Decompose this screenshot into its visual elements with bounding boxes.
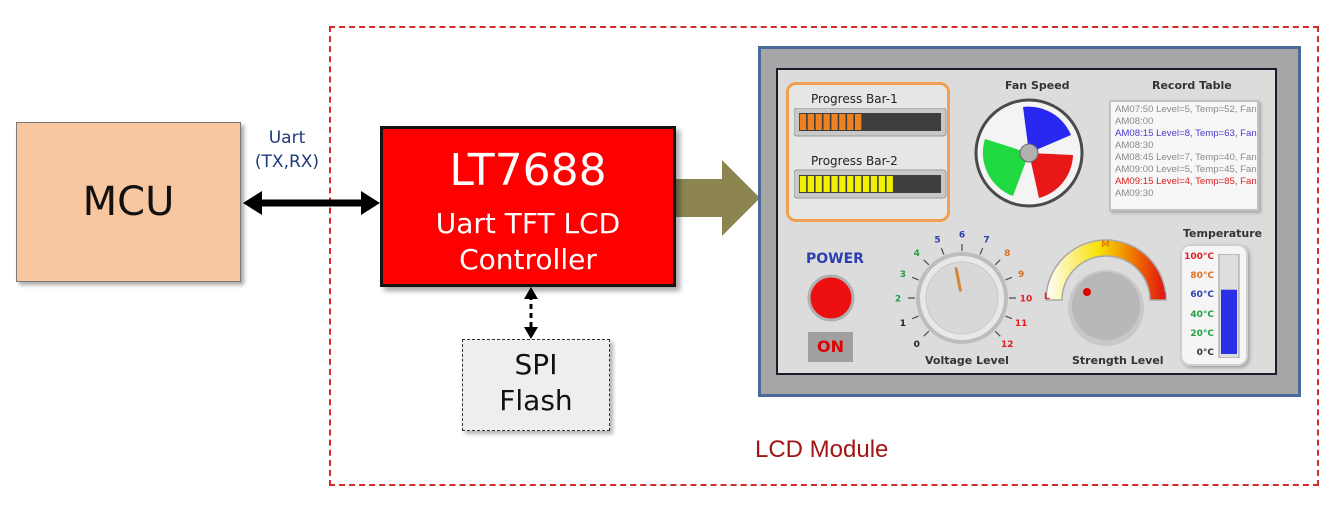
voltage-tick-label: 9 xyxy=(1018,270,1024,280)
uart-label: Uart (TX,RX) xyxy=(251,126,323,174)
record-table-title: Record Table xyxy=(1152,79,1232,92)
progress-bar-2-label: Progress Bar-2 xyxy=(811,154,898,168)
fan-blade-green xyxy=(982,139,1029,196)
pb2-segment xyxy=(862,176,870,192)
record-row: AM08:45 Level=7, Temp=40, Fan= xyxy=(1115,152,1259,163)
pb2-segment xyxy=(799,176,807,192)
controller-subtitle-2: Controller xyxy=(459,243,597,276)
voltage-tick-label: 12 xyxy=(1001,340,1014,350)
flash-arrow xyxy=(524,287,538,339)
record-row: AM08:15 Level=8, Temp=63, Fan= xyxy=(1115,128,1259,139)
fan-blade-blue xyxy=(1023,106,1071,153)
temperature-title: Temperature xyxy=(1183,227,1263,240)
flash-label-2: Flash xyxy=(499,384,573,417)
pb2-segment xyxy=(878,176,885,192)
progress-bars-graphic xyxy=(794,108,947,199)
temperature-scale-label: 20°C xyxy=(1190,328,1214,339)
temperature-scale-label: 0°C xyxy=(1196,348,1214,358)
voltage-tick-label: 8 xyxy=(1004,249,1010,259)
power-label: POWER xyxy=(806,251,864,267)
voltage-tick-label: 10 xyxy=(1020,295,1033,305)
temperature-scale-label: 40°C xyxy=(1190,309,1214,320)
record-row: AM07:50 Level=5, Temp=52, Fan= xyxy=(1115,104,1259,115)
controller-title: LT7688 xyxy=(449,145,607,196)
voltage-level-title: Voltage Level xyxy=(925,354,1009,367)
record-row: AM09:30 xyxy=(1115,188,1154,199)
uart-label-line2: (TX,RX) xyxy=(254,152,320,172)
strength-indicator xyxy=(1083,288,1091,296)
lcd-module-boundary xyxy=(329,26,1319,486)
pb1-segment xyxy=(847,114,854,130)
pb2-segment xyxy=(823,176,830,192)
on-button[interactable]: ON xyxy=(808,332,853,362)
temperature-scale: 100°C 80°C 60°C 40°C 20°C 0°C xyxy=(1180,252,1216,362)
voltage-tick-label: 3 xyxy=(900,270,906,280)
pb1-segment xyxy=(823,114,830,130)
progress-bar-panel xyxy=(786,82,950,222)
fan-hub xyxy=(1019,143,1039,163)
strength-level-title: Strength Level xyxy=(1072,354,1164,367)
voltage-tick-label: 7 xyxy=(983,235,989,245)
pb2-segment xyxy=(807,176,814,192)
voltage-tick-label: 1 xyxy=(900,319,906,329)
voltage-needle xyxy=(954,267,962,292)
voltage-tick-label: 5 xyxy=(934,235,940,245)
pb2-segment xyxy=(839,176,846,192)
progress-bar-2 xyxy=(794,169,947,199)
mcu-label: MCU xyxy=(82,179,175,225)
spi-flash-block: SPI Flash xyxy=(462,339,610,431)
output-arrow xyxy=(676,160,760,236)
pb1-segment xyxy=(855,114,862,130)
strength-low-label: L xyxy=(1044,292,1050,302)
voltage-tick-label: 2 xyxy=(895,295,901,305)
pb1-segment xyxy=(831,114,838,130)
pb2-segment xyxy=(855,176,862,192)
strength-high-label: H xyxy=(1159,292,1167,302)
mcu-block: MCU xyxy=(16,122,241,282)
pb2-segment xyxy=(870,176,878,192)
thermometer-tube xyxy=(1218,254,1240,358)
fan-blade-red xyxy=(1029,153,1073,198)
record-row: AM09:15 Level=4, Temp=85, Fan= xyxy=(1115,176,1259,187)
progress-bar-1-label: Progress Bar-1 xyxy=(811,92,898,106)
voltage-tick-label: 0 xyxy=(914,340,920,350)
controller-block: LT7688 Uart TFT LCD Controller xyxy=(380,126,676,287)
power-button[interactable] xyxy=(806,273,856,323)
progress-bar-1 xyxy=(794,108,947,137)
pb1-segment xyxy=(815,114,822,130)
pb2-segment xyxy=(886,176,893,192)
pb2-segment xyxy=(847,176,854,192)
temperature-scale-label: 100°C xyxy=(1184,252,1214,262)
record-row: AM08:30 xyxy=(1115,140,1154,151)
flash-label-1: SPI xyxy=(514,348,558,381)
uart-label-line1: Uart xyxy=(268,128,306,148)
pb2-segment xyxy=(831,176,838,192)
voltage-tick-label: 11 xyxy=(1015,319,1028,329)
fan-speed-gauge xyxy=(974,98,1084,208)
strength-knob[interactable] xyxy=(1040,236,1174,356)
pb2-segment xyxy=(815,176,822,192)
pb1-segment xyxy=(807,114,814,130)
lcd-module-label: LCD Module xyxy=(755,436,889,463)
uart-arrow xyxy=(243,191,380,215)
pb1-segment xyxy=(799,114,807,130)
record-row: AM09:00 Level=5, Temp=45, Fan= xyxy=(1115,164,1259,175)
temperature-scale-label: 80°C xyxy=(1190,271,1214,282)
strength-mid-label: M xyxy=(1101,240,1110,250)
voltage-tick-label: 6 xyxy=(959,231,965,241)
voltage-tick-label: 4 xyxy=(914,249,920,259)
pb1-segment xyxy=(839,114,846,130)
record-row: AM08:00 xyxy=(1115,116,1154,127)
temperature-scale-label: 60°C xyxy=(1190,290,1214,301)
thermometer-fill xyxy=(1221,289,1237,354)
controller-subtitle-1: Uart TFT LCD xyxy=(435,207,621,240)
fan-speed-title: Fan Speed xyxy=(1005,79,1070,92)
